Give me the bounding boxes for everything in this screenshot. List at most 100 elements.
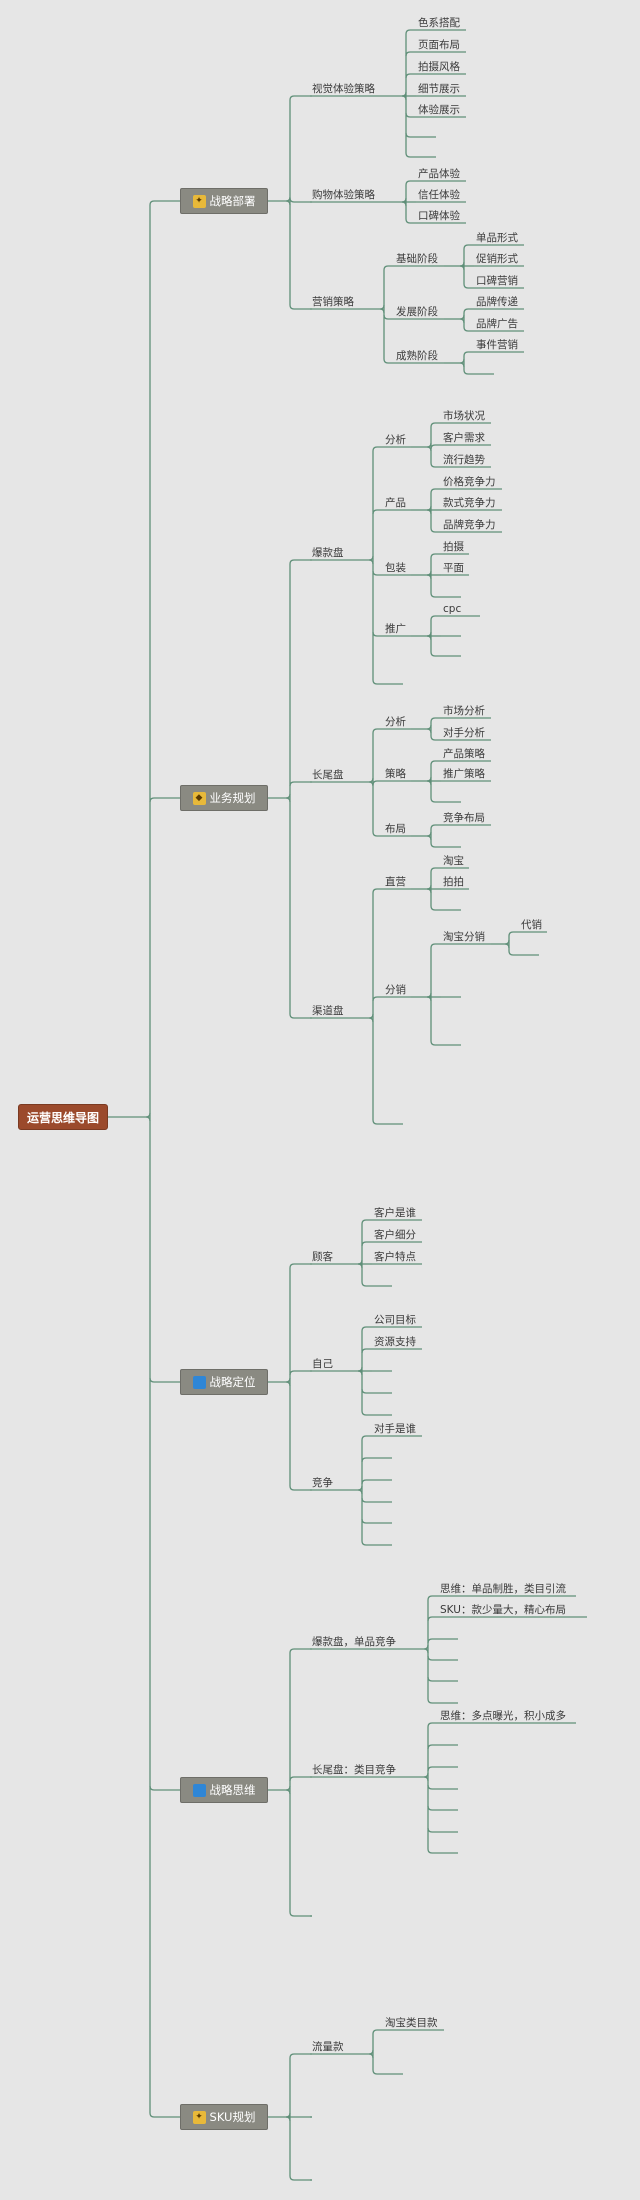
level4-node[interactable]: 拍拍 — [443, 876, 464, 888]
level3-node[interactable]: 页面布局 — [418, 39, 460, 51]
bulb-icon: ✦ — [192, 2110, 206, 2124]
level4-node[interactable]: 推广策略 — [443, 768, 485, 780]
level2-node[interactable]: 竞争 — [312, 1477, 333, 1489]
connector-line — [430, 717, 441, 723]
level4-node[interactable]: 竞争布局 — [443, 812, 485, 824]
main-node[interactable]: ◆业务规划 — [180, 785, 268, 811]
level2-node[interactable]: 长尾盘 — [312, 769, 344, 781]
level3-node[interactable]: 发展阶段 — [396, 306, 438, 318]
level3-node[interactable]: 策略 — [385, 768, 406, 780]
connector-line — [430, 943, 441, 949]
connector-line — [508, 950, 519, 956]
main-node[interactable]: 战略定位 — [180, 1369, 268, 1395]
level4-node[interactable]: 款式竞争力 — [443, 497, 496, 509]
connector-line — [289, 1263, 312, 1269]
level3-node[interactable]: 布局 — [385, 823, 406, 835]
connector-line — [405, 218, 416, 224]
gem-icon: ◆ — [192, 791, 206, 805]
level4-node[interactable]: 品牌竞争力 — [443, 519, 496, 531]
level3-node[interactable]: 客户特点 — [374, 1251, 416, 1263]
connector-line — [427, 1827, 438, 1833]
level2-node[interactable]: 流量款 — [312, 2041, 344, 2053]
connector-line — [463, 283, 474, 289]
connector-line — [430, 735, 441, 741]
level4-node[interactable]: 促销形式 — [476, 253, 518, 265]
level4-node[interactable]: cpc — [443, 603, 462, 615]
level2-node[interactable]: 爆款盘 — [312, 547, 344, 559]
main-node[interactable]: ✦SKU规划 — [180, 2104, 268, 2130]
level4-node[interactable]: 平面 — [443, 562, 464, 574]
level2-node[interactable]: 购物体验策略 — [312, 189, 375, 201]
connector-line — [372, 570, 383, 576]
main-node-label: 业务规划 — [209, 791, 256, 805]
connector-line — [405, 51, 416, 57]
level4-node[interactable]: 市场状况 — [443, 410, 485, 422]
connector-line — [427, 1848, 438, 1854]
level5-node[interactable]: 代销 — [521, 919, 542, 931]
level4-node[interactable]: 品牌传递 — [476, 296, 518, 308]
level3-node[interactable]: 产品 — [385, 497, 406, 509]
level3-node[interactable]: 资源支持 — [374, 1336, 416, 1348]
connector-line — [361, 1241, 372, 1247]
main-node[interactable]: ✦战略部署 — [180, 188, 268, 214]
connector-line — [361, 1326, 372, 1332]
level4-node[interactable]: 市场分析 — [443, 705, 485, 717]
connector-line — [289, 559, 312, 565]
connector-line — [289, 95, 312, 101]
connector-line — [285, 797, 291, 803]
connector-line — [372, 888, 383, 894]
level4-node[interactable]: 淘宝 — [443, 855, 464, 867]
connector-line — [361, 1457, 372, 1463]
level3-node[interactable]: SKU：款少量大，精心布局 — [440, 1604, 566, 1616]
level4-node[interactable]: 价格竞争力 — [443, 476, 496, 488]
connector-line — [401, 201, 407, 207]
connector-line — [430, 615, 441, 621]
level4-node[interactable]: 拍摄 — [443, 541, 464, 553]
level3-node[interactable]: 客户细分 — [374, 1229, 416, 1241]
level2-node[interactable]: 自己 — [312, 1358, 333, 1370]
level4-node[interactable]: 产品策略 — [443, 748, 485, 760]
level2-node[interactable]: 长尾盘：类目竞争 — [312, 1764, 396, 1776]
level4-node[interactable]: 客户需求 — [443, 432, 485, 444]
level4-node[interactable]: 口碑营销 — [476, 275, 518, 287]
level4-node[interactable]: 流行趋势 — [443, 454, 485, 466]
level3-node[interactable]: 口碑体验 — [418, 210, 460, 222]
level2-node[interactable]: 营销策略 — [312, 296, 354, 308]
level3-node[interactable]: 基础阶段 — [396, 253, 438, 265]
connector-line — [361, 1479, 372, 1485]
level3-node[interactable]: 包装 — [385, 562, 406, 574]
level3-node[interactable]: 分析 — [385, 716, 406, 728]
level4-node[interactable]: 事件营销 — [476, 339, 518, 351]
level2-node[interactable]: 顾客 — [312, 1251, 333, 1263]
level3-node[interactable]: 思维：单品制胜，类目引流 — [440, 1583, 566, 1595]
level3-node[interactable]: 分销 — [385, 984, 406, 996]
main-node[interactable]: 战略思维 — [180, 1777, 268, 1803]
level3-node[interactable]: 体验展示 — [418, 104, 460, 116]
level3-node[interactable]: 思维：多点曝光，积小成多 — [440, 1710, 566, 1722]
connector-line — [289, 197, 312, 203]
level4-node[interactable]: 淘宝分销 — [443, 931, 485, 943]
level4-node[interactable]: 单品形式 — [476, 232, 518, 244]
level3-node[interactable]: 信任体验 — [418, 189, 460, 201]
level3-node[interactable]: 成熟阶段 — [396, 350, 438, 362]
level3-node[interactable]: 分析 — [385, 434, 406, 446]
level3-node[interactable]: 色系搭配 — [418, 17, 460, 29]
level2-node[interactable]: 爆款盘，单品竞争 — [312, 1636, 396, 1648]
root-node[interactable]: 运营思维导图 — [18, 1104, 108, 1130]
level3-node[interactable]: 客户是谁 — [374, 1207, 416, 1219]
level2-node[interactable]: 视觉体验策略 — [312, 83, 375, 95]
level3-node[interactable]: 直营 — [385, 876, 406, 888]
connector-line — [145, 1116, 151, 1122]
level4-node[interactable]: 品牌广告 — [476, 318, 518, 330]
level3-node[interactable]: 淘宝类目款 — [385, 2017, 438, 2029]
level3-node[interactable]: 对手是谁 — [374, 1423, 416, 1435]
connector-line — [289, 2175, 312, 2181]
level3-node[interactable]: 推广 — [385, 623, 406, 635]
level3-node[interactable]: 产品体验 — [418, 168, 460, 180]
level2-node[interactable]: 渠道盘 — [312, 1005, 344, 1017]
level3-node[interactable]: 拍摄风格 — [418, 61, 460, 73]
connector-line — [427, 1698, 438, 1704]
level3-node[interactable]: 公司目标 — [374, 1314, 416, 1326]
level4-node[interactable]: 对手分析 — [443, 727, 485, 739]
level3-node[interactable]: 细节展示 — [418, 83, 460, 95]
